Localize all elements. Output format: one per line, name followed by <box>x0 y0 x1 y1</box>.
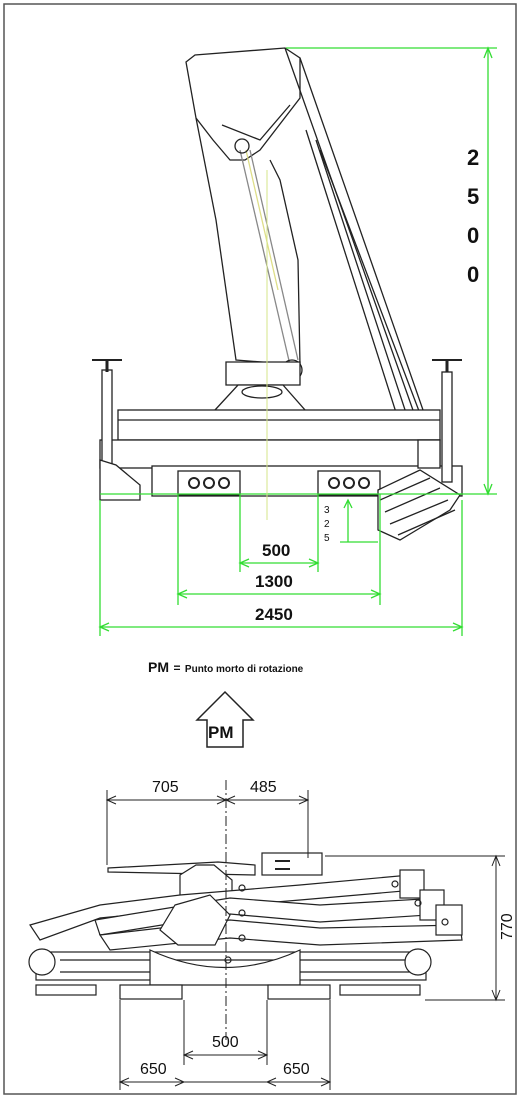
height-digit-1: 2 <box>467 145 479 170</box>
pm-legend: PM = Punto morto di rotazione <box>148 659 303 677</box>
dim-650-right: 650 <box>283 1061 310 1078</box>
legend-equals: = <box>173 661 181 675</box>
dim-2450: 2450 <box>255 605 293 624</box>
legend-pm: PM <box>148 659 169 675</box>
crane-plan-view <box>28 852 463 1000</box>
legend-description: Punto morto di rotazione <box>184 664 304 675</box>
pm-arrow-label: PM <box>208 723 234 742</box>
dim-705: 705 <box>152 779 179 796</box>
small-digit-1: 3 <box>324 505 330 516</box>
dim-1300: 1300 <box>255 572 293 591</box>
small-digit-2: 2 <box>324 519 330 530</box>
crane-side-view <box>92 47 463 541</box>
small-digit-3: 5 <box>324 533 330 544</box>
dim-500-bottom: 500 <box>212 1034 239 1051</box>
bottom-dimension-lines <box>105 780 505 1090</box>
height-digit-3: 0 <box>467 223 479 248</box>
dim-770: 770 <box>499 913 516 940</box>
height-digit-4: 0 <box>467 262 479 287</box>
pm-arrow-icon <box>195 690 255 748</box>
dim-500-top: 500 <box>262 541 290 560</box>
dim-485: 485 <box>250 779 277 796</box>
height-digit-2: 5 <box>467 184 479 209</box>
top-dimension-lines <box>98 46 497 636</box>
page-border <box>3 3 517 1095</box>
dim-650-left: 650 <box>140 1061 167 1078</box>
